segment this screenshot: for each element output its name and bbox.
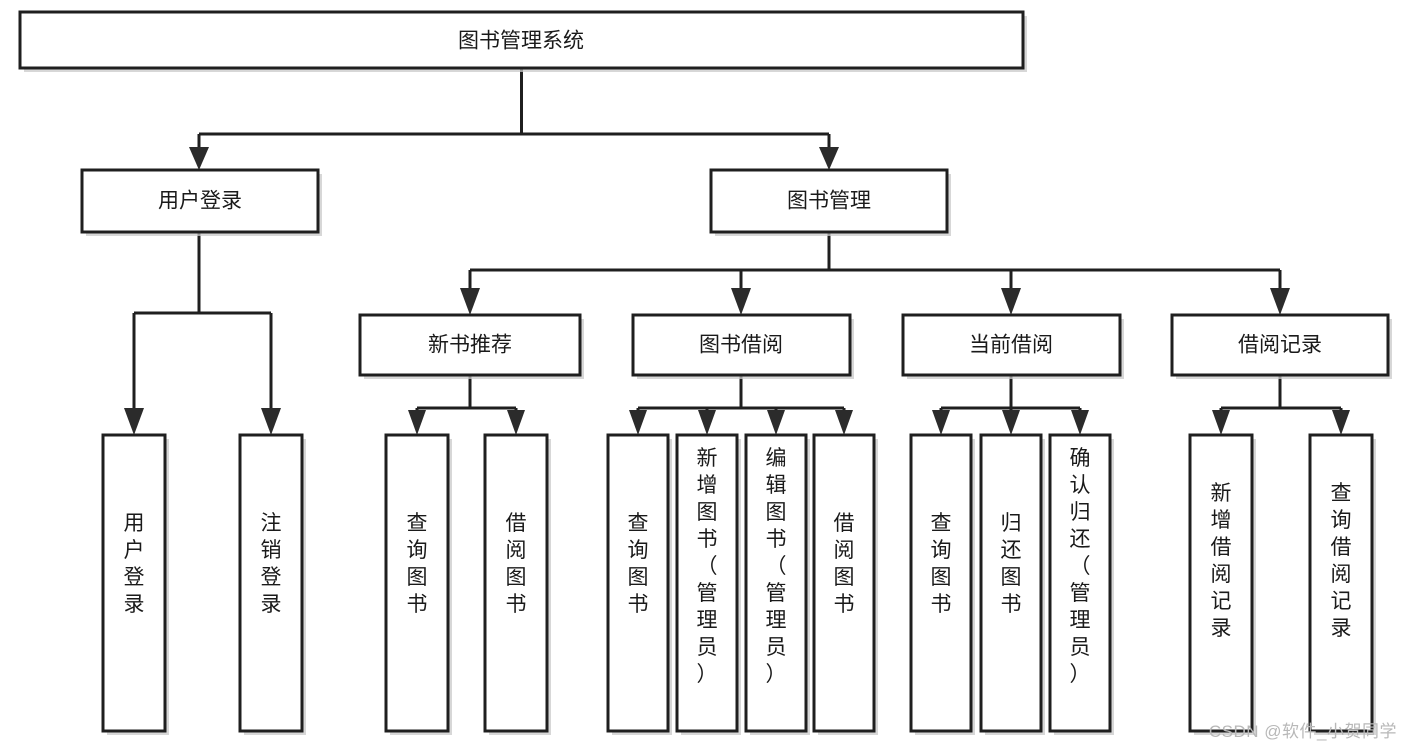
node-new-book-rec-label: 新书推荐 [428, 334, 512, 357]
arrow-head-current-borrow [1001, 288, 1021, 315]
arrow-head-user-login [189, 147, 209, 170]
node-leaf-query-book-1-label: 查询图书 [407, 512, 428, 616]
node-new-book-rec-box [358, 313, 582, 377]
node-leaf-edit-book-label: 编辑图书（管理员） [766, 447, 787, 686]
node-leaf-query-book-3[interactable]: 查询图书 [909, 433, 975, 735]
node-leaf-query-book-2[interactable]: 查询图书 [606, 433, 672, 735]
node-book-borrow-label: 图书借阅 [699, 334, 783, 357]
node-leaf-add-book-box [675, 433, 739, 733]
node-user-login-label: 用户登录 [158, 190, 242, 213]
node-leaf-add-record-box [1188, 433, 1254, 733]
arrow-head-leaf-query-book-1 [408, 410, 426, 435]
node-leaf-confirm-return[interactable]: 确认归还（管理员） [1048, 433, 1114, 735]
node-leaf-query-book-2-box [606, 433, 670, 733]
arrow-head-leaf-borrow-book-1 [507, 410, 525, 435]
node-borrow-record-label: 借阅记录 [1238, 334, 1322, 357]
node-user-login-box [80, 168, 320, 234]
node-leaf-borrow-book-2[interactable]: 借阅图书 [812, 433, 878, 735]
node-leaf-add-book-label: 新增图书（管理员） [697, 447, 718, 686]
arrow-head-leaf-edit-book [767, 410, 785, 435]
node-root[interactable]: 图书管理系统 [18, 10, 1027, 72]
arrow-head-leaf-return-book [1002, 410, 1020, 435]
node-leaf-confirm-return-label: 确认归还（管理员） [1070, 447, 1091, 686]
node-leaf-borrow-book-2-box [812, 433, 876, 733]
node-current-borrow[interactable]: 当前借阅 [901, 313, 1124, 379]
node-borrow-record-box [1170, 313, 1390, 377]
arrow-head-leaf-query-book-3 [932, 410, 950, 435]
node-book-borrow[interactable]: 图书借阅 [631, 313, 854, 379]
node-leaf-return-book-label: 归还图书 [1001, 512, 1022, 616]
node-leaf-user-logout-label: 注销登录 [261, 512, 282, 616]
arrow-head-leaf-add-record [1212, 410, 1230, 435]
node-leaf-add-record-label: 新增借阅记录 [1211, 482, 1232, 640]
node-user-login[interactable]: 用户登录 [80, 168, 322, 236]
node-leaf-user-login-box [101, 433, 167, 733]
node-leaf-query-record-box [1308, 433, 1374, 733]
arrow-head-book-borrow [731, 288, 751, 315]
arrow-head-leaf-user-logout [261, 408, 281, 435]
node-leaf-add-record[interactable]: 新增借阅记录 [1188, 433, 1256, 735]
node-leaf-query-book-1[interactable]: 查询图书 [384, 433, 452, 735]
node-leaf-user-login-label: 用户登录 [124, 512, 145, 616]
node-book-manage-box [709, 168, 949, 234]
connector-group [124, 68, 1350, 435]
node-leaf-borrow-book-1[interactable]: 借阅图书 [483, 433, 551, 735]
node-leaf-query-record-label: 查询借阅记录 [1331, 482, 1352, 640]
node-leaf-borrow-book-1-box [483, 433, 549, 733]
node-leaf-query-book-2-label: 查询图书 [628, 512, 649, 616]
node-leaf-user-logout[interactable]: 注销登录 [238, 433, 306, 735]
node-leaf-user-logout-box [238, 433, 304, 733]
node-leaf-query-book-1-box [384, 433, 450, 733]
arrow-head-new-book-rec [460, 288, 480, 315]
arrow-head-leaf-query-book-2 [629, 410, 647, 435]
node-leaf-user-login[interactable]: 用户登录 [101, 433, 169, 735]
node-leaf-add-book[interactable]: 新增图书（管理员） [675, 433, 741, 735]
node-leaf-confirm-return-box [1048, 433, 1112, 733]
arrow-head-leaf-confirm-return [1071, 410, 1089, 435]
arrow-head-borrow-record [1270, 288, 1290, 315]
arrow-head-leaf-query-record [1332, 410, 1350, 435]
node-leaf-borrow-book-2-label: 借阅图书 [834, 512, 855, 616]
arrow-head-book-manage [819, 147, 839, 170]
node-borrow-record[interactable]: 借阅记录 [1170, 313, 1392, 379]
csdn-watermark: CSDN @软件_小贺同学 [1208, 722, 1397, 741]
node-leaf-edit-book[interactable]: 编辑图书（管理员） [744, 433, 810, 735]
node-leaf-return-book[interactable]: 归还图书 [979, 433, 1045, 735]
node-book-manage-label: 图书管理 [787, 190, 871, 213]
node-leaf-query-book-3-label: 查询图书 [931, 512, 952, 616]
node-leaf-return-book-box [979, 433, 1043, 733]
node-current-borrow-box [901, 313, 1122, 377]
node-root-box [18, 10, 1025, 70]
node-leaf-query-book-3-box [909, 433, 973, 733]
node-new-book-rec[interactable]: 新书推荐 [358, 313, 584, 379]
arrow-head-leaf-add-book [698, 410, 716, 435]
node-current-borrow-label: 当前借阅 [969, 334, 1053, 357]
node-leaf-edit-book-box [744, 433, 808, 733]
node-leaf-borrow-book-1-label: 借阅图书 [506, 512, 527, 616]
node-root-label: 图书管理系统 [458, 30, 584, 53]
node-book-borrow-box [631, 313, 852, 377]
node-leaf-query-record[interactable]: 查询借阅记录 [1308, 433, 1376, 735]
node-book-manage[interactable]: 图书管理 [709, 168, 951, 236]
arrow-head-leaf-user-login [124, 408, 144, 435]
arrow-head-leaf-borrow-book-2 [835, 410, 853, 435]
